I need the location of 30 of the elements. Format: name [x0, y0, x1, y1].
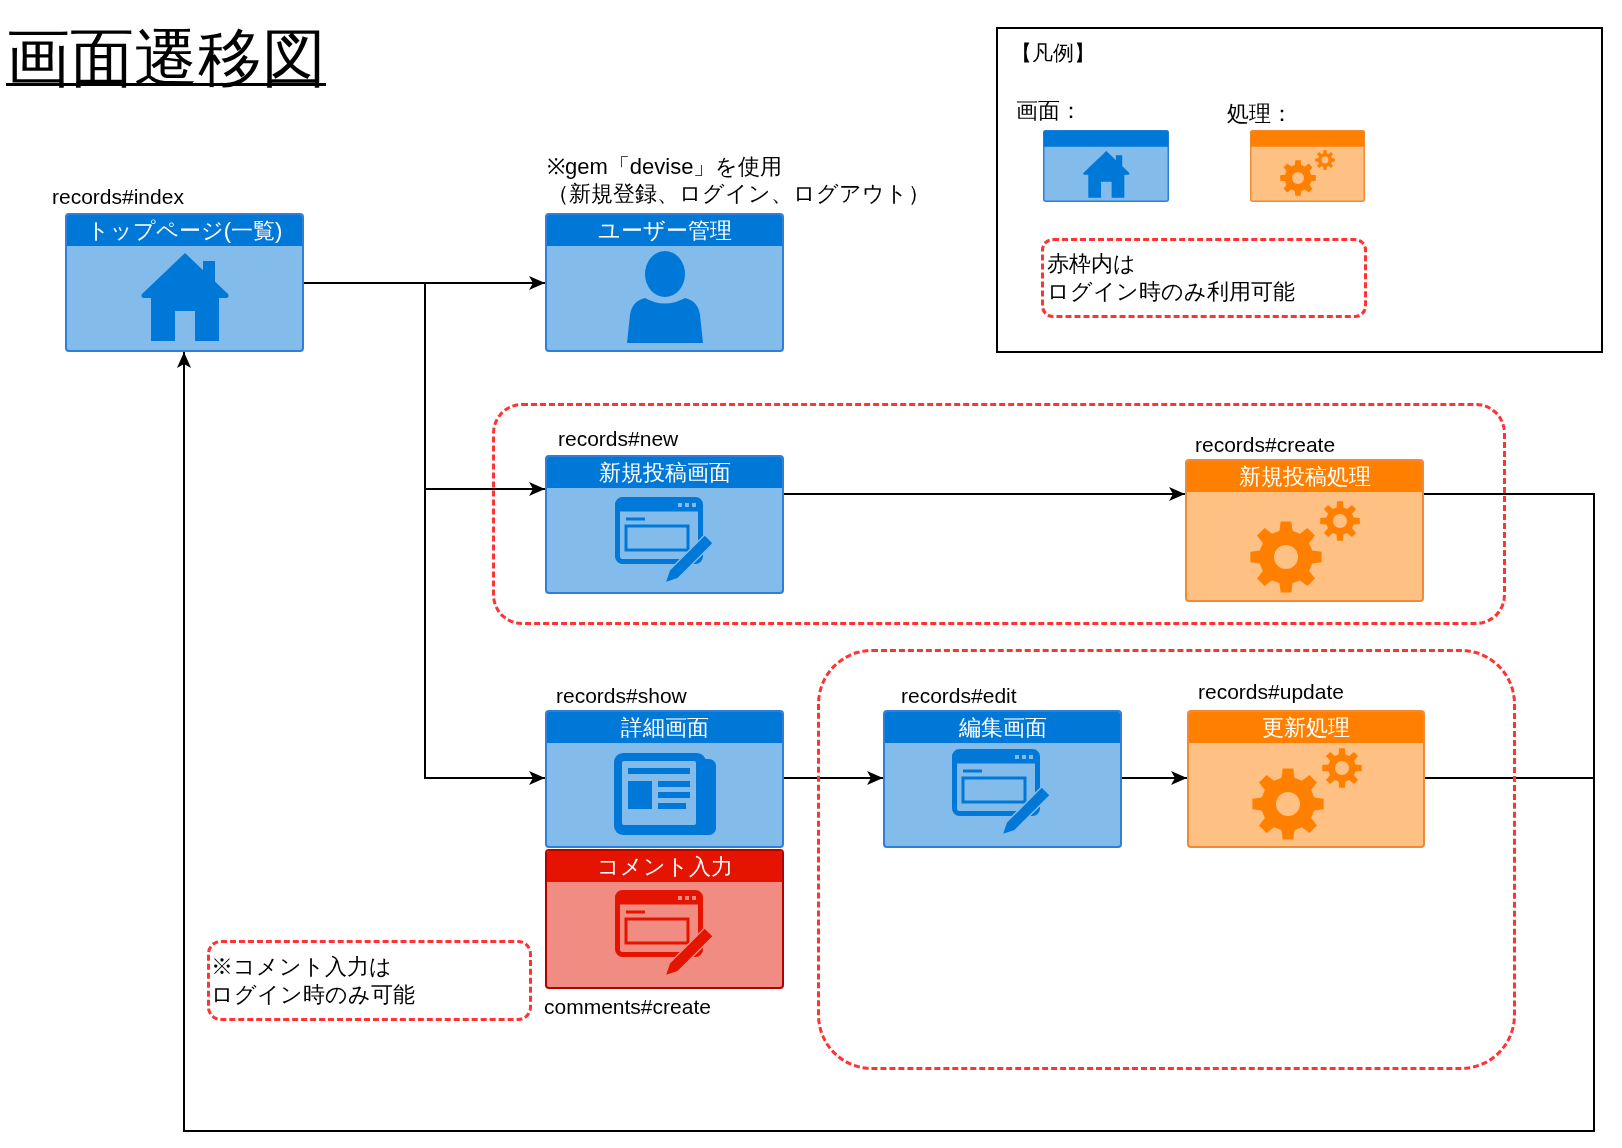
header-bar: ユーザー管理 — [547, 215, 782, 246]
dashed-frame — [817, 649, 1516, 1070]
route-label: records#edit — [901, 683, 1017, 708]
header-bar: 更新処理 — [1189, 712, 1423, 743]
arrow — [783, 771, 884, 785]
header-bar: 新規投稿画面 — [547, 457, 782, 488]
dashed-frame: 赤枠内はログイン時のみ利用可能 — [1041, 238, 1367, 318]
legend-title: 【凡例】 — [1011, 40, 1095, 65]
header-bar: 編集画面 — [885, 712, 1120, 743]
arrow — [424, 488, 546, 785]
route-label: records#index — [52, 184, 184, 209]
route-label: records#new — [558, 426, 679, 451]
route-label: records#create — [1195, 432, 1336, 457]
legend-label: 処理： — [1227, 101, 1293, 127]
arrow — [1121, 771, 1188, 785]
arrow — [783, 487, 1186, 501]
connector-line — [1424, 777, 1595, 779]
header-bar: トップページ(一覧) — [67, 215, 302, 246]
dashed-frame — [492, 403, 1506, 625]
route-label: records#update — [1198, 679, 1344, 704]
note-text: ※gem「devise」を使用（新規登録、ログイン、ログアウト） — [547, 153, 930, 207]
note-box: ※コメント入力はログイン時のみ可能 — [207, 940, 532, 1021]
route-label: records#show — [556, 683, 687, 708]
header-bar: 新規投稿処理 — [1187, 461, 1422, 492]
header-bar: コメント入力 — [547, 851, 782, 882]
page-title: 画面遷移図 — [6, 25, 326, 91]
legend-label: 画面： — [1016, 98, 1082, 124]
route-label: comments#create — [544, 994, 711, 1019]
header-bar: 詳細画面 — [547, 712, 782, 743]
arrow — [424, 276, 546, 290]
